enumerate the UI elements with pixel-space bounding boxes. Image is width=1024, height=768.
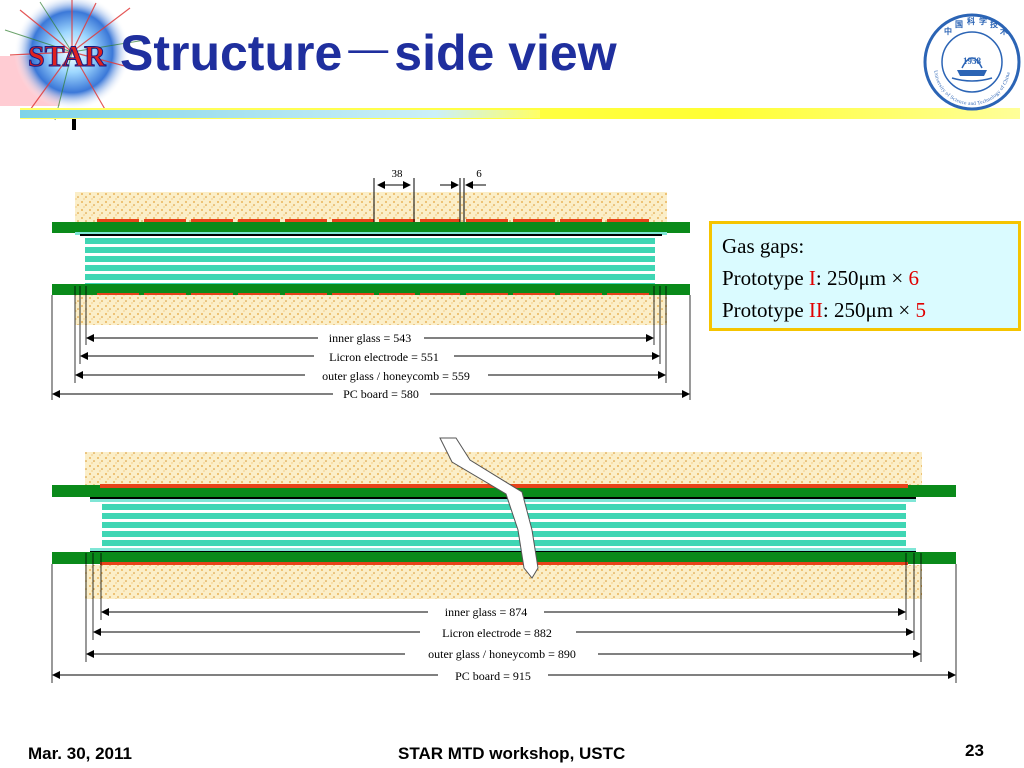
gas-gaps-box: Gas gaps: Prototype I: 250μm × 6 Prototy… xyxy=(709,221,1021,331)
line1-roman: I xyxy=(808,266,816,290)
footer-date: Mar. 30, 2011 xyxy=(28,744,132,763)
top-label-inner-glass: inner glass = 543 xyxy=(329,331,411,345)
top-glass-stack xyxy=(85,238,655,286)
seal-year: 1958 xyxy=(963,56,982,66)
line2-roman: II xyxy=(808,298,823,322)
bottom-pcb-lower xyxy=(52,552,956,564)
footer-page-number: 23 xyxy=(965,741,984,760)
top-dim-pitch: 38 xyxy=(392,168,404,180)
svg-text:术: 术 xyxy=(999,26,1008,36)
bottom-break-mark xyxy=(439,437,539,579)
svg-text:学: 学 xyxy=(979,16,987,26)
title-part2: side view xyxy=(394,25,617,81)
gas-gaps-line-1: Prototype I: 250μm × 6 xyxy=(722,262,1008,294)
bottom-label-inner-glass: inner glass = 874 xyxy=(445,605,527,619)
top-honeycomb-upper xyxy=(75,192,667,222)
svg-text:科: 科 xyxy=(967,16,975,26)
line1-count: 6 xyxy=(908,266,919,290)
top-pcb-lower xyxy=(52,284,690,295)
top-label-pcb: PC board = 580 xyxy=(343,387,419,401)
top-dim-gap: 6 xyxy=(476,168,482,180)
bottom-electrode-lower xyxy=(100,562,908,566)
top-label-licron: Licron electrode = 551 xyxy=(329,350,439,364)
gas-gaps-line-2: Prototype II: 250μm × 5 xyxy=(722,294,1008,326)
top-honeycomb-lower xyxy=(75,295,667,325)
line1-value: : 250μm × xyxy=(815,266,909,290)
bottom-label-licron: Licron electrode = 882 xyxy=(442,626,552,640)
line1-prefix: Prototype xyxy=(722,266,809,290)
slide-title: Structure—side view xyxy=(120,24,617,82)
svg-text:中: 中 xyxy=(944,26,952,36)
bottom-label-outer-glass: outer glass / honeycomb = 890 xyxy=(428,647,576,661)
title-dash: — xyxy=(348,27,389,71)
star-logo: STAR xyxy=(0,0,146,130)
bottom-honeycomb-lower xyxy=(85,565,922,599)
top-label-outer-glass: outer glass / honeycomb = 559 xyxy=(322,369,470,383)
title-part1: Structure xyxy=(120,25,343,81)
line2-count: 5 xyxy=(915,298,926,322)
svg-text:技: 技 xyxy=(990,19,999,29)
line2-value: : 250μm × xyxy=(822,298,916,322)
gas-gaps-heading: Gas gaps: xyxy=(722,234,805,258)
bottom-glass-stack xyxy=(102,504,906,546)
svg-text:国: 国 xyxy=(955,19,963,29)
top-pcb-upper xyxy=(52,222,690,233)
footer-event: STAR MTD workshop, USTC xyxy=(398,744,626,763)
line2-prefix: Prototype xyxy=(722,298,809,322)
top-pickup-strips-upper xyxy=(97,219,649,224)
bottom-label-pcb: PC board = 915 xyxy=(455,669,531,683)
title-underline-cyan xyxy=(20,110,540,118)
star-logo-text: STAR xyxy=(28,40,106,73)
ustc-seal-icon: 1958 中国科 学技术 University of Science and T… xyxy=(923,13,1021,111)
